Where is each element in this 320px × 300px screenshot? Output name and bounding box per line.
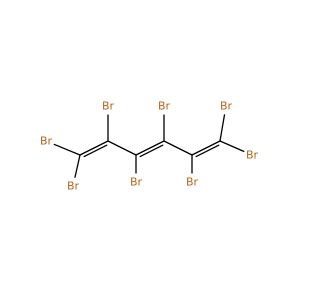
- atom-label-br5: Br: [186, 176, 199, 189]
- bond-c5-c6-double: [195, 144, 220, 158]
- bond-c1-br1a: [53, 143, 81, 156]
- bond-c5-c6: [191, 140, 221, 156]
- bond-c4-c5: [163, 140, 193, 156]
- bond-c6-br6a: [219, 114, 226, 142]
- bond-c6-br6b: [219, 140, 245, 153]
- bond-c1-c2-double: [83, 144, 108, 158]
- atom-label-br1a: Br: [40, 135, 53, 148]
- atom-label-br4: Br: [158, 100, 171, 113]
- atom-label-br3: Br: [130, 176, 143, 189]
- atom-label-br1b: Br: [67, 180, 80, 193]
- bond-c2-c3: [107, 140, 137, 156]
- atom-label-br6a: Br: [220, 100, 233, 113]
- structure-diagram: Br Br Br Br Br Br Br Br: [40, 100, 259, 193]
- atom-labels-layer: Br Br Br Br Br Br Br Br: [40, 100, 259, 193]
- atom-label-br6b: Br: [246, 149, 259, 162]
- bond-c3-c4-double: [139, 144, 164, 158]
- bond-c1-c2: [79, 140, 109, 156]
- bonds-layer: [53, 114, 245, 178]
- atom-label-br2: Br: [102, 100, 115, 113]
- bond-c1-br1b: [74, 154, 81, 178]
- bond-c3-c4: [135, 140, 165, 156]
